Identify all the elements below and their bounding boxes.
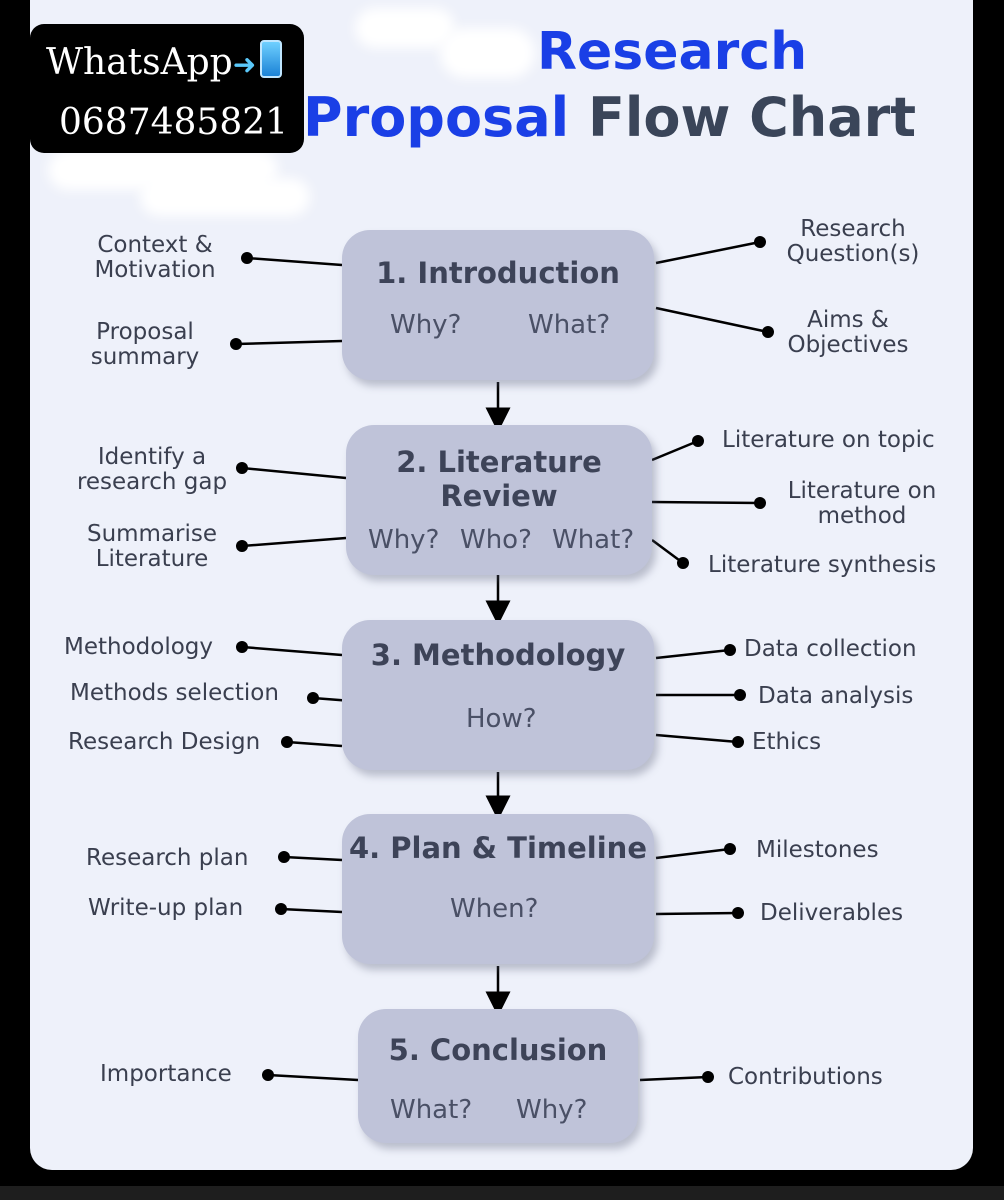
bottom-strip <box>0 1186 1004 1200</box>
stage-title: 5. Conclusion <box>388 1033 608 1067</box>
connector-dot <box>677 557 689 569</box>
connector-dot <box>724 644 736 656</box>
label-aims-objectives: Aims & Objectives <box>787 307 909 358</box>
page-title-line2: Proposal Flow Chart <box>303 86 916 149</box>
label-identify-research-gap: Identify a research gap <box>76 444 228 495</box>
phone-icon <box>260 40 283 78</box>
connector-line <box>655 733 739 744</box>
stage-introduction: 1. Introduction Why? What? <box>342 230 654 380</box>
connector-line <box>655 847 731 860</box>
connector-dot <box>275 903 287 915</box>
connector-dot <box>754 236 766 248</box>
connector-line <box>235 339 343 346</box>
label-data-collection: Data collection <box>744 636 917 662</box>
connector-dot <box>762 326 774 338</box>
connector-dot <box>734 689 746 701</box>
label-context-motivation: Context & Motivation <box>94 232 216 283</box>
title-highlight: Proposal <box>303 86 570 149</box>
label-contributions: Contributions <box>728 1064 883 1090</box>
connector-dot <box>692 435 704 447</box>
page-title-line1: Research <box>537 22 808 82</box>
label-deliverables: Deliverables <box>760 900 904 926</box>
label-literature-synthesis: Literature synthesis <box>708 552 937 578</box>
connector-dot <box>236 462 248 474</box>
connector-dot <box>262 1069 274 1081</box>
label-summarise-literature: Summarise Literature <box>86 521 218 572</box>
label-milestones: Milestones <box>756 837 879 863</box>
connector-dot <box>241 252 253 264</box>
stage-title: 3. Methodology <box>370 638 626 672</box>
connector-line <box>280 907 343 914</box>
stage-question: Who? <box>460 525 532 555</box>
label-research-plan: Research plan <box>86 845 249 871</box>
connector-line <box>241 536 347 548</box>
redaction-mark <box>140 178 310 216</box>
connector-dot <box>724 843 736 855</box>
connector-dot <box>732 907 744 919</box>
label-importance: Importance <box>100 1061 232 1087</box>
connector-dot <box>236 540 248 552</box>
stage-plan-timeline: 4. Plan & Timeline When? <box>342 814 654 964</box>
connector-dot <box>281 736 293 748</box>
connector-line <box>639 1075 709 1082</box>
contact-whatsapp-label: WhatsApp➜ <box>46 40 283 83</box>
stage-question: Why? <box>516 1095 588 1125</box>
connector-line <box>655 306 769 334</box>
stage-title: 4. Plan & Timeline <box>349 831 647 865</box>
stage-question: Why? <box>390 310 462 340</box>
stage-question: What? <box>552 525 635 555</box>
stage-title: 2. Literature <box>396 445 602 479</box>
stage-question: Why? <box>368 525 440 555</box>
connector-dot <box>236 641 248 653</box>
label-data-analysis: Data analysis <box>758 683 914 709</box>
stage-title: 1. Introduction <box>376 256 620 290</box>
connector-line <box>651 538 684 565</box>
connector-line <box>655 911 739 916</box>
connector-line <box>651 439 699 462</box>
contact-phone-number: 0687485821 <box>59 102 289 143</box>
connector-dot <box>702 1071 714 1083</box>
redaction-mark <box>440 28 535 78</box>
connector-dot <box>230 338 242 350</box>
label-research-design: Research Design <box>68 729 261 755</box>
stage-question: When? <box>450 894 539 924</box>
connector-dot <box>307 692 319 704</box>
connector-line <box>286 740 343 748</box>
label-methodology: Methodology <box>64 634 214 660</box>
connector-line <box>655 648 731 660</box>
stage-question: How? <box>466 704 537 734</box>
connector-dot <box>754 497 766 509</box>
connector-line <box>241 645 343 657</box>
label-research-questions: Research Question(s) <box>786 216 920 267</box>
title-rest: Flow Chart <box>587 86 917 149</box>
redaction-mark <box>355 8 455 48</box>
connector-line <box>651 500 761 505</box>
connector-line <box>246 256 343 267</box>
stage-conclusion: 5. Conclusion What? Why? <box>358 1009 638 1143</box>
stage-question: What? <box>390 1095 473 1125</box>
label-literature-on-topic: Literature on topic <box>722 427 935 453</box>
connector-dot <box>278 851 290 863</box>
stage-question: What? <box>528 310 611 340</box>
stage-literature-review: 2. Literature Review Why? Who? What? <box>346 425 652 575</box>
whatsapp-text: WhatsApp <box>46 42 233 83</box>
stage-methodology: 3. Methodology How? <box>342 620 654 770</box>
label-methods-selection: Methods selection <box>70 680 279 706</box>
label-proposal-summary: Proposal summary <box>90 319 200 370</box>
label-literature-on-method: Literature on method <box>787 478 937 529</box>
connector-line <box>283 855 343 862</box>
connector-line <box>655 240 761 265</box>
stage-title: Review <box>440 479 558 513</box>
contact-badge: WhatsApp➜ 0687485821 <box>30 24 304 153</box>
label-write-up-plan: Write-up plan <box>88 895 244 921</box>
arrow-right-icon: ➜ <box>232 48 257 81</box>
connector-dot <box>732 736 744 748</box>
label-ethics: Ethics <box>752 729 822 755</box>
connector-line <box>241 466 347 480</box>
connector-line <box>267 1073 359 1082</box>
